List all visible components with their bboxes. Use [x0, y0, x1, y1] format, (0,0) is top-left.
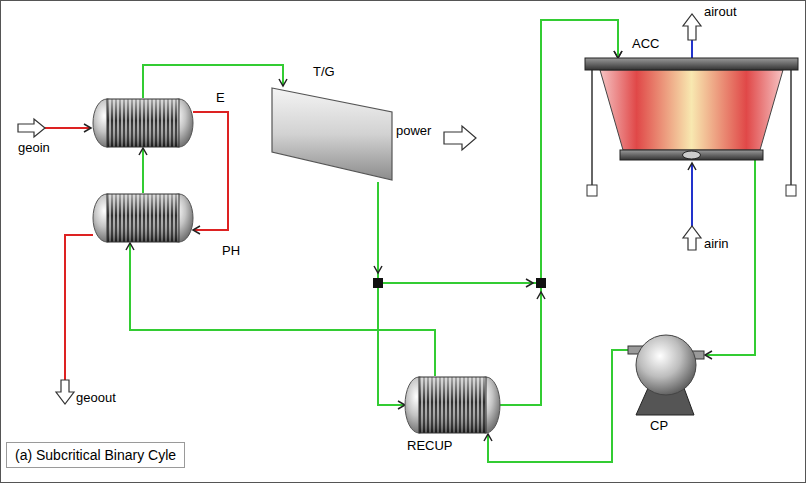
air-cooled-condenser: ACC: [585, 58, 798, 160]
tube-bundle: [107, 99, 179, 147]
flow-line: [488, 350, 628, 462]
flow-line: [142, 148, 144, 193]
tube-bundle: [419, 377, 486, 433]
geothermal-brine-lines: [45, 128, 93, 380]
air-inlet-line: [691, 164, 693, 226]
mixer-square: [536, 278, 546, 288]
condenser-foot: [786, 185, 796, 196]
caption: (a) Subcritical Binary Cyle: [15, 447, 176, 463]
tube-bundle: [107, 194, 179, 242]
arrow-head: [688, 163, 696, 170]
air-out-arrow: [683, 14, 701, 40]
vessel-symbol: [93, 98, 193, 148]
arrow-head: [526, 279, 533, 287]
vessel-symbol: [405, 376, 500, 434]
shell-shading: [419, 377, 486, 433]
component-label: RECUP: [407, 438, 453, 454]
arrow-head: [374, 266, 382, 273]
flow-line: [130, 243, 435, 376]
arrow-head: [84, 124, 91, 132]
stream-label: geoout: [76, 390, 116, 406]
brine-in-arrow: [18, 119, 45, 137]
component-label: PH: [222, 243, 240, 259]
block-arrows: [18, 14, 701, 404]
component-label: T/G: [313, 64, 335, 80]
brine-out-arrow: [56, 380, 74, 404]
condenser-leg: [591, 70, 593, 185]
power-arrow: [444, 126, 476, 150]
pump-symbol: [628, 330, 705, 415]
splitter-square: [373, 278, 383, 288]
turbine-body: [272, 88, 392, 180]
component-label: CP: [650, 418, 668, 434]
component-label: E: [216, 90, 225, 106]
power-label: power: [396, 123, 431, 139]
fan-deck: [620, 150, 763, 160]
condenser-foot: [587, 185, 597, 196]
turbine-symbol: [272, 86, 392, 182]
component-label: ACC: [632, 36, 659, 52]
acc-symbol: [585, 58, 798, 160]
evaporator: E: [93, 98, 193, 148]
condenser-leg: [790, 70, 792, 185]
flow-line: [143, 65, 283, 98]
vessel-symbol: [93, 193, 193, 243]
brine-outlet-line: [65, 235, 93, 380]
circulation-pump: CP: [628, 330, 705, 415]
arrow-head: [537, 292, 545, 299]
air-outlet-line: [691, 40, 693, 58]
stream-label: airout: [704, 4, 737, 20]
condenser-top-plate: [585, 58, 798, 70]
brine-inlet-line: [45, 127, 90, 129]
condenser-hood: [600, 70, 783, 150]
pump-casing: [636, 335, 696, 395]
flow-line: [500, 20, 618, 405]
recuperator: RECUP: [405, 376, 500, 434]
stream-label: airin: [704, 236, 729, 252]
caption-box: (a) Subcritical Binary Cyle: [6, 442, 185, 468]
preheater: PH: [93, 193, 193, 243]
shell-shading: [107, 99, 179, 147]
flow-line: [378, 20, 618, 283]
flow-line: [193, 112, 228, 230]
fan-hub: [683, 151, 701, 159]
air-in-arrow: [683, 226, 701, 250]
shell-shading: [107, 194, 179, 242]
flow-line: [378, 182, 405, 405]
stream-label: geoin: [18, 140, 50, 156]
flow-line: [705, 160, 755, 355]
turbine-generator: T/G: [272, 86, 392, 182]
